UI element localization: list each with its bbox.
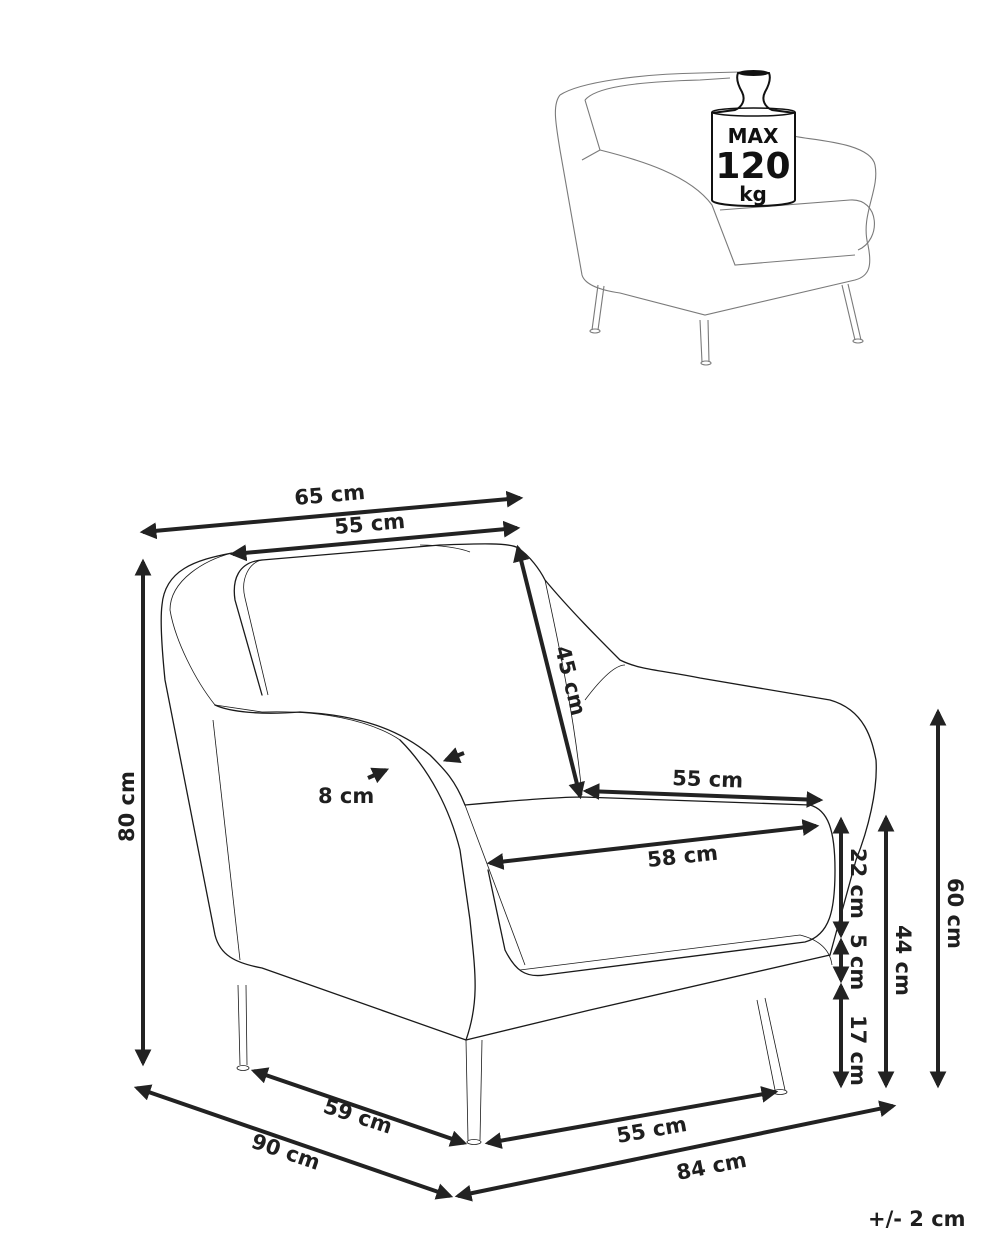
weight-limit-badge: MAX 120 kg <box>711 70 796 207</box>
arrow-width-65 <box>139 490 524 540</box>
dimension-labels: 65 cm 55 cm 45 cm 8 cm 55 cm 58 cm 80 cm… <box>115 480 967 1231</box>
label-90cm: 90 cm <box>248 1129 323 1175</box>
main-chair-illustration <box>160 543 877 1145</box>
label-59cm: 59 cm <box>320 1094 395 1139</box>
label-84cm: 84 cm <box>674 1148 748 1185</box>
label-22cm: 22 cm <box>846 848 870 919</box>
weight-value: 120 <box>715 146 790 187</box>
thumbnail-chair-illustration <box>554 71 877 366</box>
arrow-seat-width-58 <box>486 819 820 870</box>
label-8cm: 8 cm <box>318 784 374 808</box>
arrow-width-55-back <box>229 520 521 562</box>
dimension-arrows <box>133 490 947 1202</box>
label-17cm: 17 cm <box>846 1015 870 1086</box>
arrow-depth-84 <box>454 1100 897 1202</box>
arrow-armrest-8-right <box>442 747 465 763</box>
label-60cm: 60 cm <box>943 878 967 949</box>
arrow-armrest-8-left <box>367 767 390 784</box>
label-55cm-back: 55 cm <box>333 509 406 539</box>
arrow-back-height-45 <box>513 544 585 800</box>
label-65cm: 65 cm <box>293 480 366 510</box>
arrow-seat-depth-55 <box>582 783 824 808</box>
tolerance-note: +/- 2 cm <box>868 1207 966 1231</box>
label-55cm-seat: 55 cm <box>672 766 744 792</box>
arrow-width-90 <box>133 1084 454 1200</box>
label-5cm: 5 cm <box>846 934 870 990</box>
label-80cm: 80 cm <box>115 771 139 842</box>
label-44cm: 44 cm <box>891 925 915 996</box>
weight-unit: kg <box>739 182 767 206</box>
weight-label-max: MAX <box>728 124 779 148</box>
